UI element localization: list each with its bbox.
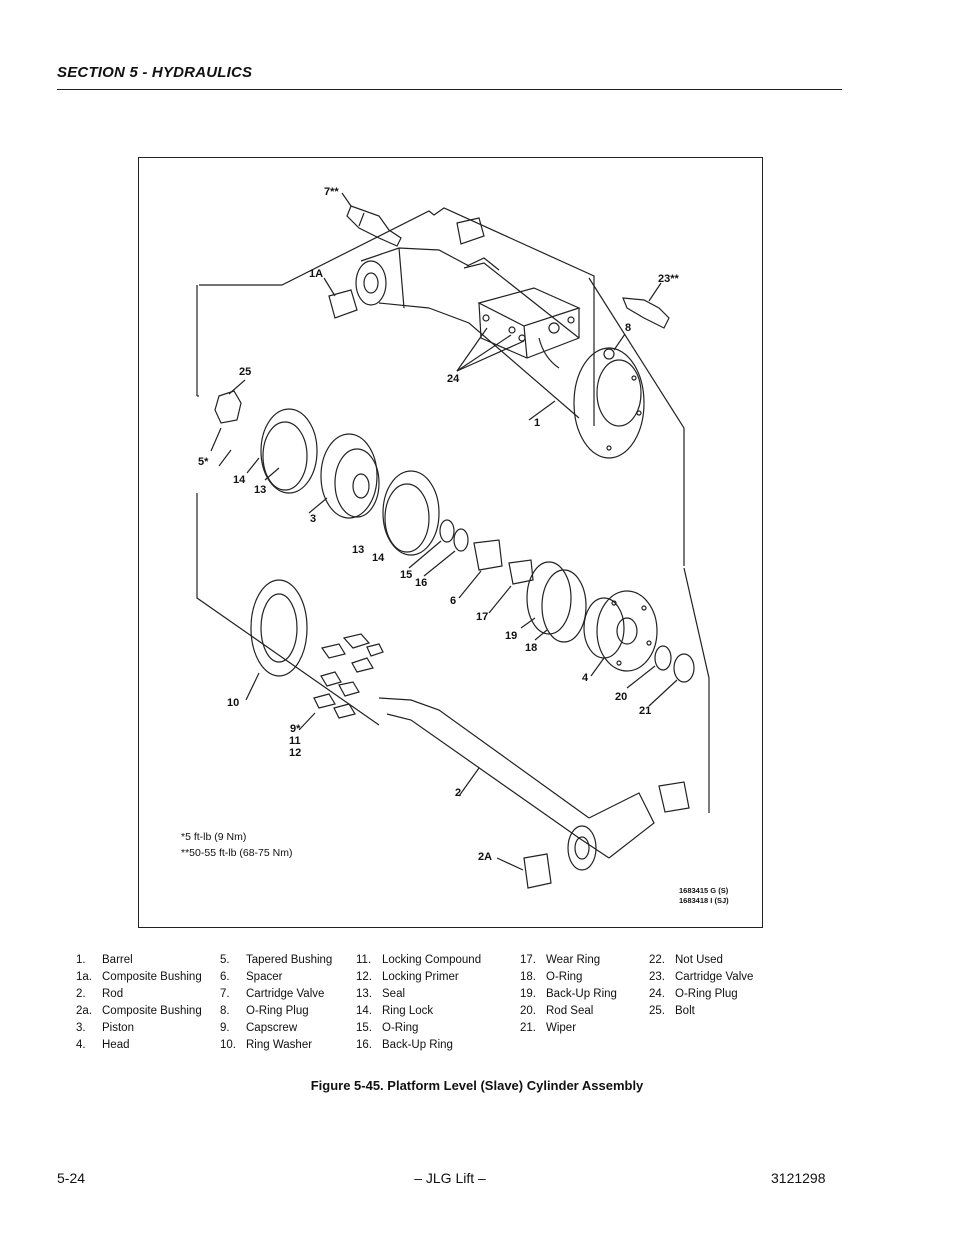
bushing-rod-end-drawing xyxy=(658,781,690,813)
head-4-drawing xyxy=(583,590,658,672)
callout-19: 19 xyxy=(505,630,518,642)
legend-item: 18.O-Ring xyxy=(520,971,583,983)
spacer-6-drawing xyxy=(473,539,503,571)
legend-item: 10.Ring Washer xyxy=(220,1039,313,1051)
cylinder-exploded-drawing xyxy=(196,192,710,889)
legend-item: 21.Wiper xyxy=(520,1022,577,1034)
rod-2-drawing xyxy=(378,697,655,871)
section-header: SECTION 5 - HYDRAULICS xyxy=(57,64,253,81)
callout-21: 21 xyxy=(639,705,652,717)
callout-2: 2 xyxy=(455,787,462,799)
bushing-2a-drawing xyxy=(523,853,552,889)
callout-20: 20 xyxy=(615,691,628,703)
backup-ring-19-drawing xyxy=(526,561,572,635)
callout-9: 9* xyxy=(290,723,301,735)
footer-center: – JLG Lift – xyxy=(414,1170,486,1186)
callout-11: 11 xyxy=(289,735,301,747)
capscrews-9-drawing xyxy=(313,633,384,719)
legend-column-1: 1.Barrel 1a.Composite Bushing 2.Rod 2a.C… xyxy=(76,952,202,1054)
cartridge-valve-7-drawing xyxy=(346,205,402,247)
backup-ring-16-drawing xyxy=(453,528,469,552)
header-rule xyxy=(57,89,842,90)
callout-25: 25 xyxy=(239,366,252,378)
legend-item: 6.Spacer xyxy=(220,971,283,983)
legend-column-3: 11.Locking Compound 12.Locking Primer 13… xyxy=(356,952,481,1054)
legend-item: 22.Not Used xyxy=(649,954,723,966)
legend-item: 25.Bolt xyxy=(649,1005,695,1017)
legend-item: 15.O-Ring xyxy=(356,1022,419,1034)
legend-item: 13.Seal xyxy=(356,988,406,1000)
callout-18: 18 xyxy=(525,642,538,654)
legend-item: 2.Rod xyxy=(76,988,124,1000)
bushing-upper-drawing xyxy=(456,217,485,245)
cartridge-valve-23-drawing xyxy=(622,297,670,329)
legend-item: 17.Wear Ring xyxy=(520,954,601,966)
bolt-25-drawing xyxy=(214,390,242,424)
callout-23: 23** xyxy=(658,273,679,285)
callout-3: 3 xyxy=(310,513,317,525)
legend-item: 9.Capscrew xyxy=(220,1022,298,1034)
callout-24: 24 xyxy=(447,373,460,385)
legend-item: 23.Cartridge Valve xyxy=(649,971,754,983)
callout-13-lower: 13 xyxy=(352,544,365,556)
wear-ring-17-drawing xyxy=(508,559,534,585)
page-number: 5-24 xyxy=(57,1170,86,1186)
figure-caption: Figure 5-45. Platform Level (Slave) Cyli… xyxy=(310,1078,644,1093)
bushing-1a-drawing xyxy=(328,289,358,319)
callout-1a: 1A xyxy=(309,268,324,280)
piston-seal-group-drawing xyxy=(260,408,440,556)
callout-8: 8 xyxy=(625,322,632,334)
callout-15: 15 xyxy=(400,569,413,581)
callout-14-lower: 14 xyxy=(372,552,385,564)
legend-item: 11.Locking Compound xyxy=(356,954,482,966)
legend-item: 20.Rod Seal xyxy=(520,1005,594,1017)
legend-column-2: 5.Tapered Bushing 6.Spacer 7.Cartridge V… xyxy=(220,952,332,1054)
callout-12: 12 xyxy=(289,747,302,759)
o-ring-15-drawing xyxy=(439,519,455,543)
legend-item: 16.Back-Up Ring xyxy=(356,1039,453,1051)
legend-item: 5.Tapered Bushing xyxy=(220,954,333,966)
legend-item: 14.Ring Lock xyxy=(356,1005,434,1017)
legend-item: 1.Barrel xyxy=(76,954,133,966)
legend-item: 1a.Composite Bushing xyxy=(76,971,202,983)
legend-item: 7.Cartridge Valve xyxy=(220,988,325,1000)
callout-14-upper: 14 xyxy=(233,474,246,486)
wiper-21-drawing xyxy=(673,653,695,683)
callout-10: 10 xyxy=(227,697,240,709)
legend-column-4: 17.Wear Ring 18.O-Ring 19.Back-Up Ring 2… xyxy=(520,952,617,1037)
callout-5: 5* xyxy=(198,456,209,468)
exploded-view-figure: 7** 1A 23** 8 25 24 1 5* 14 13 3 13 14 1… xyxy=(138,157,763,928)
legend-item: 19.Back-Up Ring xyxy=(520,988,617,1000)
callout-17: 17 xyxy=(476,611,489,623)
torque-note-2: **50-55 ft-lb (68-75 Nm) xyxy=(181,847,293,859)
callout-16: 16 xyxy=(415,577,428,589)
upper-right-bracket xyxy=(588,277,685,566)
legend-item: 4.Head xyxy=(76,1039,130,1051)
callout-2a: 2A xyxy=(478,851,493,863)
callout-7: 7** xyxy=(324,186,339,198)
ring-washer-10-drawing xyxy=(250,579,308,677)
o-ring-18-drawing xyxy=(541,569,587,643)
legend-item: 3.Piston xyxy=(76,1022,134,1034)
callout-13-upper: 13 xyxy=(254,484,267,496)
callout-1: 1 xyxy=(534,417,541,429)
legend-item: 24.O-Ring Plug xyxy=(649,988,738,1000)
drawing-number-1: 1683415 G (S) xyxy=(679,886,729,895)
rod-seal-20-drawing xyxy=(654,645,672,671)
callout-6: 6 xyxy=(450,595,457,607)
lower-group-outline xyxy=(196,493,380,726)
legend-item: 12.Locking Primer xyxy=(356,971,459,983)
document-number: 3121298 xyxy=(771,1170,826,1186)
torque-note-1: *5 ft-lb (9 Nm) xyxy=(181,831,247,843)
legend-item: 2a.Composite Bushing xyxy=(76,1005,202,1017)
drawing-number-2: 1683418 I (SJ) xyxy=(679,896,729,905)
legend-item: 8.O-Ring Plug xyxy=(220,1005,309,1017)
callout-4: 4 xyxy=(582,672,589,684)
upper-group-outline xyxy=(199,207,595,426)
legend-column-5: 22.Not Used 23.Cartridge Valve 24.O-Ring… xyxy=(649,952,753,1020)
barrel-drawing xyxy=(355,247,645,459)
